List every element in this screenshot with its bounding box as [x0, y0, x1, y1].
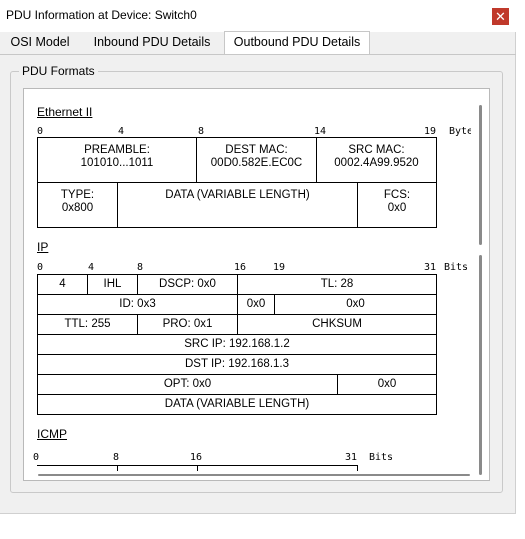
eth-fcs-value: 0x0	[387, 202, 407, 214]
icmp-field-divider	[197, 465, 198, 471]
pdu-formats-label: PDU Formats	[19, 64, 98, 78]
eth-preamble-label: PREAMBLE:	[84, 144, 150, 156]
pdu-info-window: PDU Information at Device: Switch0 ✕ OSI…	[0, 0, 516, 514]
ip-protocol-value: PRO: 0x1	[162, 318, 213, 330]
ip-protocol-cell: PRO: 0x1	[137, 314, 238, 335]
ip-version-cell: 4	[37, 274, 88, 295]
eth-type-label: TYPE:	[60, 189, 95, 201]
tab-label: Outbound PDU Details	[233, 35, 361, 49]
tab-inbound-pdu-details[interactable]: Inbound PDU Details	[82, 32, 222, 53]
ethernet-ruler-tick: 14	[314, 126, 327, 137]
tab-osi-model[interactable]: OSI Model	[0, 32, 80, 53]
ip-flags-value: 0x0	[246, 298, 266, 310]
ip-ttl-cell: TTL: 255	[37, 314, 138, 335]
tab-bar: OSI Model Inbound PDU Details Outbound P…	[0, 31, 516, 55]
ip-data-cell: DATA (VARIABLE LENGTH)	[37, 394, 437, 415]
ip-ruler-tick: 0	[37, 262, 44, 273]
eth-dest-mac-cell: DEST MAC: 00D0.582E.EC0C	[196, 137, 317, 183]
tab-label: Inbound PDU Details	[93, 35, 211, 49]
ethernet-ruler-tick: 8	[198, 126, 205, 137]
tab-outbound-pdu-details[interactable]: Outbound PDU Details	[224, 31, 370, 54]
ip-tl-cell: TL: 28	[237, 274, 437, 295]
ethernet-section-title: Ethernet II	[37, 105, 93, 119]
ip-src-ip-cell: SRC IP: 192.168.1.2	[37, 334, 437, 355]
ip-ruler-tick: 31	[424, 262, 437, 273]
ip-ruler-tick: 4	[88, 262, 95, 273]
ip-data-value: DATA (VARIABLE LENGTH)	[164, 398, 310, 410]
ethernet-ruler-tick: 4	[118, 126, 125, 137]
eth-fcs-cell: FCS: 0x0	[357, 182, 437, 228]
ip-ruler-tick: 8	[137, 262, 144, 273]
ip-checksum-value: CHKSUM	[312, 318, 362, 330]
ip-flags-cell: 0x0	[237, 294, 275, 315]
vertical-scrollbar[interactable]	[479, 105, 482, 475]
icmp-field-divider	[357, 465, 358, 471]
eth-src-mac-value: 0002.4A99.9520	[334, 157, 419, 169]
icmp-field-divider	[117, 465, 118, 471]
ip-id-value: ID: 0x3	[119, 298, 156, 310]
eth-preamble-cell: PREAMBLE: 101010...1011	[37, 137, 197, 183]
ip-ruler-tick: 16	[234, 262, 247, 273]
eth-data-cell: DATA (VARIABLE LENGTH)	[117, 182, 358, 228]
ip-dst-ip-cell: DST IP: 192.168.1.3	[37, 354, 437, 375]
pdu-formats-group	[10, 71, 503, 493]
ip-frag-offset-value: 0x0	[346, 298, 365, 310]
close-icon: ✕	[495, 9, 506, 24]
ip-ihl-value: IHL	[103, 278, 122, 290]
icmp-ruler-tick: 0	[33, 452, 40, 463]
icmp-ruler-unit: Bits	[369, 452, 394, 463]
ip-padding-value: 0x0	[377, 378, 397, 390]
tab-label: OSI Model	[10, 35, 70, 49]
ip-options-cell: OPT: 0x0	[37, 374, 338, 395]
close-button[interactable]: ✕	[492, 8, 509, 25]
icmp-ruler-tick: 31	[345, 452, 358, 463]
eth-src-mac-label: SRC MAC:	[348, 144, 405, 156]
eth-preamble-value: 101010...1011	[80, 157, 154, 169]
ip-dst-ip-value: DST IP: 192.168.1.3	[185, 358, 289, 370]
ip-src-ip-value: SRC IP: 192.168.1.2	[184, 338, 290, 350]
ip-section-title: IP	[37, 240, 49, 254]
title-bar: PDU Information at Device: Switch0 ✕	[0, 0, 516, 32]
ip-version-value: 4	[59, 278, 66, 290]
eth-data-label: DATA (VARIABLE LENGTH)	[165, 189, 310, 201]
ip-ruler-unit: Bits	[444, 262, 469, 273]
ip-id-cell: ID: 0x3	[37, 294, 238, 315]
ethernet-ruler-tick: 19	[424, 126, 437, 137]
horizontal-scrollbar[interactable]	[38, 474, 470, 476]
ip-ruler-tick: 19	[273, 262, 286, 273]
ip-ttl-value: TTL: 255	[64, 318, 111, 330]
ip-padding-cell: 0x0	[337, 374, 437, 395]
eth-type-cell: TYPE: 0x800	[37, 182, 118, 228]
eth-type-value: 0x800	[61, 202, 94, 214]
ip-ihl-cell: IHL	[87, 274, 138, 295]
eth-dest-mac-label: DEST MAC:	[225, 144, 288, 156]
pdu-formats-pane[interactable]: Ethernet II 0 4 8 14 19 Bytes PREAMBLE: …	[23, 88, 490, 481]
vertical-scrollbar-thumb[interactable]	[479, 105, 482, 245]
ethernet-ruler-unit: Bytes	[449, 126, 471, 137]
ip-dscp-value: DSCP: 0x0	[159, 278, 216, 290]
eth-fcs-label: FCS:	[383, 189, 411, 201]
ip-frag-offset-cell: 0x0	[274, 294, 437, 315]
icmp-ruler-tick: 8	[113, 452, 120, 463]
window-title: PDU Information at Device: Switch0	[6, 8, 197, 22]
eth-src-mac-cell: SRC MAC: 0002.4A99.9520	[316, 137, 437, 183]
ip-checksum-cell: CHKSUM	[237, 314, 437, 335]
ip-options-value: OPT: 0x0	[163, 378, 212, 390]
eth-dest-mac-value: 00D0.582E.EC0C	[210, 157, 303, 169]
ip-dscp-cell: DSCP: 0x0	[137, 274, 238, 295]
ip-tl-value: TL: 28	[320, 278, 354, 290]
vertical-scrollbar-track[interactable]	[479, 255, 482, 475]
icmp-section-title: ICMP	[37, 427, 67, 441]
ethernet-ruler-tick: 0	[37, 126, 44, 137]
icmp-ruler-tick: 16	[190, 452, 203, 463]
